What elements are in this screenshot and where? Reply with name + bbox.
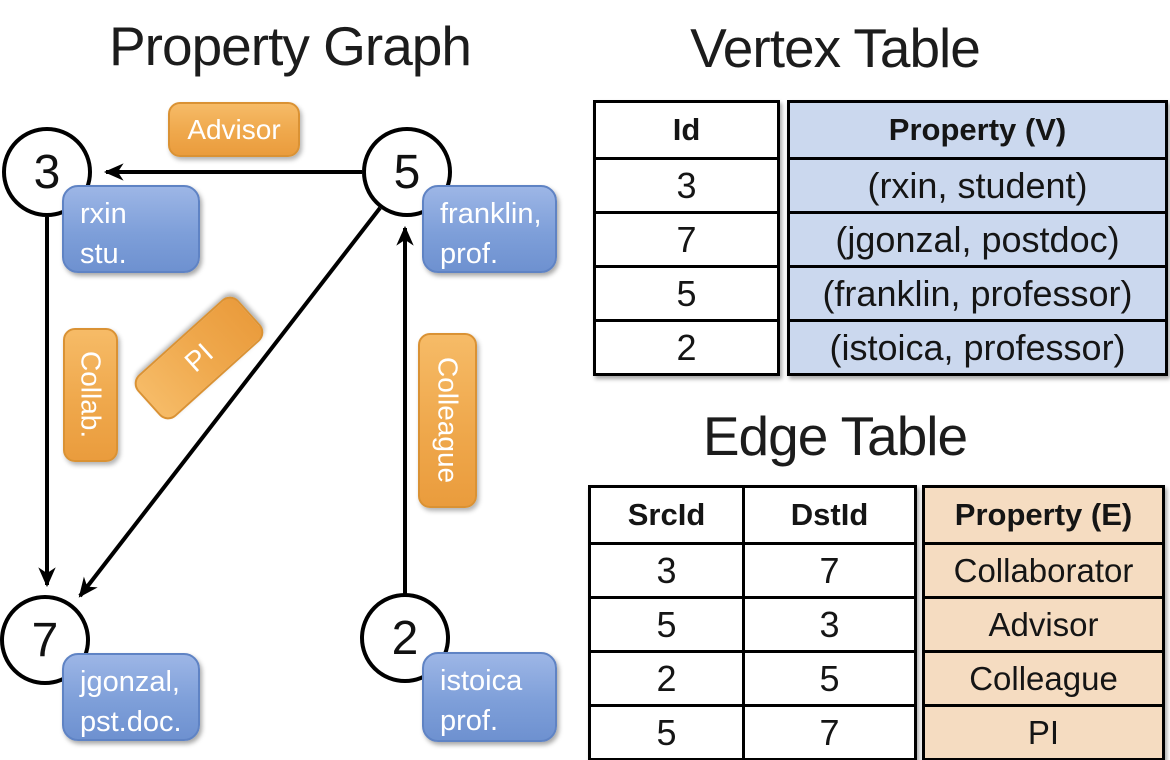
vertex-id-cell: 7 [676,218,697,260]
edge-table-row: Advisor [925,596,1162,650]
edge-table-row: 5 3 [591,596,914,650]
vertex-property-cell: (istoica, professor) [829,326,1126,368]
edge-label-advisor: Advisor [168,102,300,157]
vertex-id-cell: 2 [676,326,697,368]
vertex-table-row: 7 [596,211,777,265]
edge-src-cell: 2 [656,657,677,699]
vertex-property-cell: (rxin, student) [867,164,1088,206]
vertex-prop-rxin-line1: rxin [80,198,127,230]
edge-property-cell: PI [1027,713,1060,751]
property-graph-title: Property Graph [108,15,472,77]
vertex-table-row: (jgonzal, postdoc) [790,211,1165,265]
node-2-label: 2 [391,611,419,665]
vertex-table-row: (rxin, student) [790,157,1165,211]
edge-src-cell: 5 [656,711,677,753]
edge-dst-cell: 3 [742,599,914,650]
vertex-table-row: (istoica, professor) [790,319,1165,373]
vertex-prop-box-jgonzal: jgonzal, pst.doc. [62,653,200,741]
node-3-label: 3 [33,145,61,199]
graph-edges-svg [38,163,414,598]
vertex-table-row: (franklin, professor) [790,265,1165,319]
vertex-prop-franklin-line1: franklin, [440,198,542,230]
vertex-table-title: Vertex Table [690,17,981,79]
edge-dst-cell: 7 [742,707,914,758]
edge-property-cell: Collaborator [953,551,1134,589]
edge-table-row: Colleague [925,650,1162,704]
edge-dst-cell: 5 [742,653,914,704]
edge-dst-cell: 7 [742,545,914,596]
vertex-prop-jgonzal-line1: jgonzal, [80,666,180,698]
vertex-property-cell: (jgonzal, postdoc) [835,218,1120,260]
vertex-id-table: Id 3 7 5 2 [593,100,780,376]
edge-src-header-cell: SrcId [627,497,706,532]
vertex-id-header-cell: Id [672,112,701,147]
edge-property-header-cell: Property (E) [954,497,1133,532]
edge-srcdst-table: SrcId DstId 3 7 5 3 2 5 5 7 [588,485,917,760]
edge-table-header-row: SrcId DstId [591,488,914,542]
edge-table-row: 3 7 [591,542,914,596]
vertex-property-header-cell: Property (V) [888,112,1067,147]
edge-label-collab: Collab. [63,328,118,462]
vertex-prop-jgonzal-line2: pst.doc. [80,706,182,739]
edge-dst-header-cell: DstId [742,488,914,542]
vertex-property-table: Property (V) (rxin, student) (jgonzal, p… [787,100,1168,376]
node-7-label: 7 [31,613,59,667]
vertex-property-cell: (franklin, professor) [822,272,1133,314]
edge-table-title: Edge Table [702,405,968,467]
vertex-prop-box-franklin: franklin, prof. [422,185,557,273]
vertex-property-header-row: Property (V) [790,103,1165,157]
edge-line-pi [78,206,382,598]
node-5: 5 [362,127,452,217]
edge-table-row: 5 7 [591,704,914,758]
edge-table-row: 2 5 [591,650,914,704]
node-5-label: 5 [393,145,421,199]
vertex-prop-franklin-line2: prof. [440,238,499,271]
edge-property-header-row: Property (E) [925,488,1162,542]
vertex-id-cell: 5 [676,272,697,314]
vertex-id-header-row: Id [596,103,777,157]
vertex-table-row: 5 [596,265,777,319]
vertex-id-cell: 3 [676,164,697,206]
edge-property-cell: Colleague [969,659,1118,697]
vertex-table-row: 2 [596,319,777,373]
edge-label-colleague: Colleague [418,333,477,508]
edge-property-cell: Advisor [988,605,1099,643]
edge-src-cell: 3 [656,549,677,591]
edge-table-row: Collaborator [925,542,1162,596]
edge-property-table: Property (E) Collaborator Advisor Collea… [922,485,1165,760]
edge-table-row: PI [925,704,1162,758]
node-2: 2 [360,593,450,683]
vertex-prop-rxin-line2: stu. [80,238,127,271]
vertex-prop-box-istoica: istoica prof. [422,652,557,742]
vertex-prop-box-rxin: rxin stu. [62,185,200,273]
edge-src-cell: 5 [656,603,677,645]
vertex-prop-istoica-line1: istoica [440,665,523,697]
vertex-prop-istoica-line2: prof. [440,705,499,738]
vertex-table-row: 3 [596,157,777,211]
